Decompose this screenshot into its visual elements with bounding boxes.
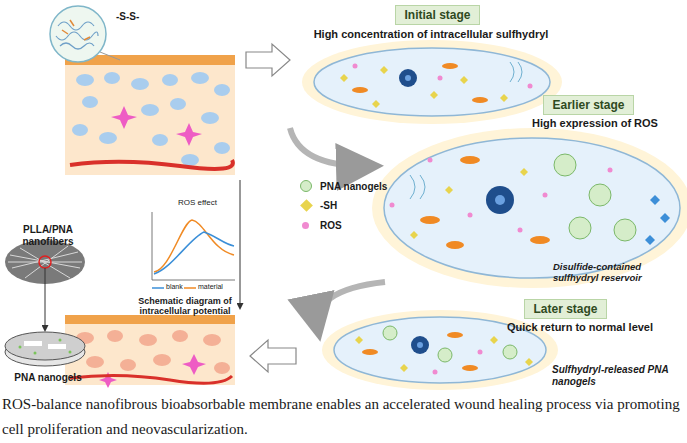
stage-label: Earlier stage <box>543 95 634 115</box>
series-name: material <box>198 283 234 291</box>
series-name: blank <box>166 283 186 291</box>
figure-caption: ROS-balance nanofibrous bioabsorbable me… <box>2 392 685 442</box>
stage-title: Later stage <box>533 302 597 316</box>
stage-note: Quick return to normal level <box>495 321 665 334</box>
stage-title: Earlier stage <box>552 98 624 112</box>
bond-label: -S-S- <box>116 11 166 23</box>
callout: Sulfhydryl-released PNA nanogels <box>552 364 686 387</box>
legend-swatch <box>300 199 313 212</box>
stage-label: Later stage <box>524 299 607 319</box>
legend-row: -SH <box>300 200 337 211</box>
part-name: PLLA/PNA nanofibers <box>0 224 96 247</box>
stage-note: High concentration of intracellular sulf… <box>296 28 566 41</box>
stage-label: Initial stage <box>395 5 480 25</box>
legend-text: PNA nanogels <box>320 181 387 192</box>
legend-row: ROS <box>300 220 342 231</box>
callout: Disulfide-contained sulfhydryl reservoir <box>553 262 687 284</box>
curve-note: ROS effect <box>178 198 228 207</box>
legend-text: -SH <box>320 200 337 211</box>
legend-text: ROS <box>320 220 342 231</box>
chart-note: Schematic diagram of intracellular poten… <box>132 296 238 317</box>
legend-swatch <box>302 222 309 229</box>
stage-note: High expression of ROS <box>520 117 670 130</box>
part-name: PNA nanogels <box>0 372 96 384</box>
legend-swatch <box>300 180 312 192</box>
legend-row: PNA nanogels <box>300 180 387 192</box>
stage-title: Initial stage <box>404 8 470 22</box>
